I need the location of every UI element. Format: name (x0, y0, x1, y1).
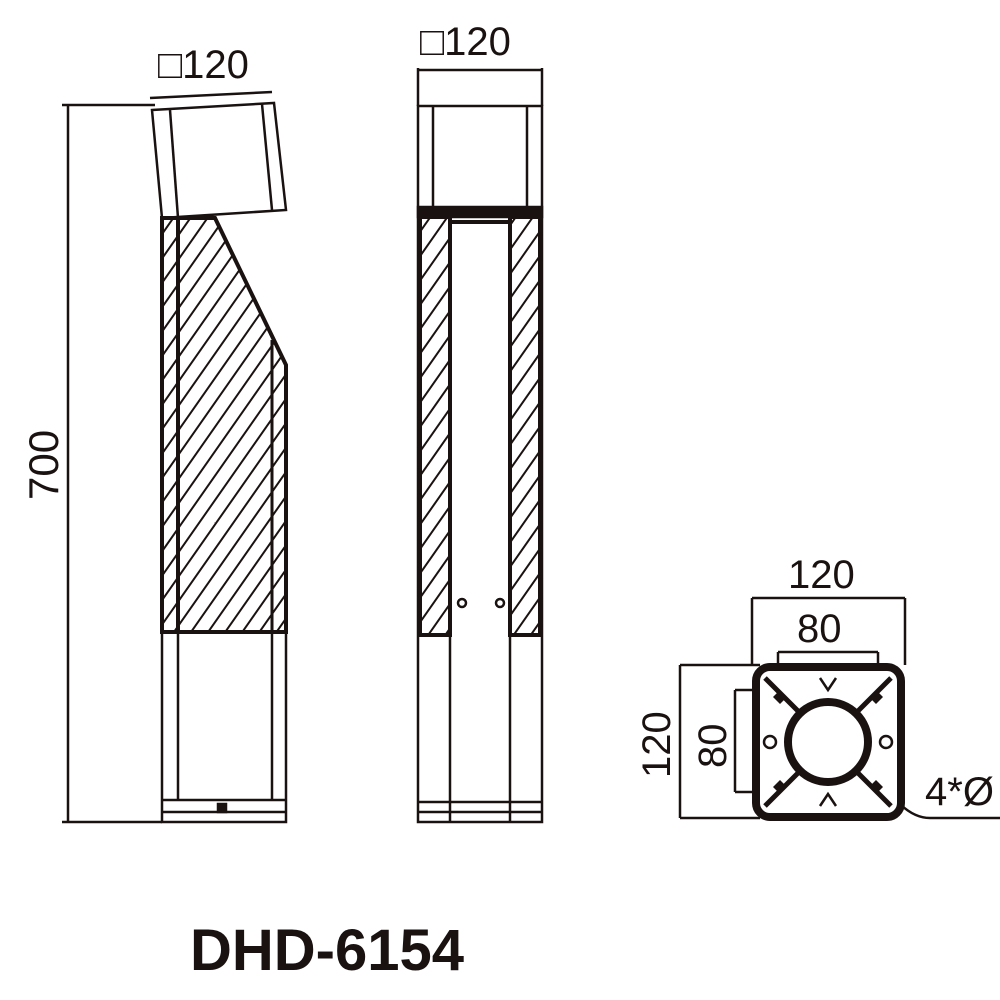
model-number: DHD-6154 (190, 918, 464, 983)
base-inner-height-label: 80 (691, 724, 735, 769)
height-label: 700 (20, 430, 67, 500)
base-view (678, 596, 1000, 821)
base-outer-height-label: 120 (635, 711, 679, 778)
height-dimension (62, 103, 162, 824)
base-inner-width-label: 80 (797, 607, 842, 651)
hole-label: 4*Ø (925, 770, 994, 814)
side-width-label: □120 (158, 43, 249, 87)
front-view (416, 68, 544, 824)
base-outer-width-label: 120 (788, 553, 855, 597)
side-view (149, 90, 288, 824)
front-width-label: □120 (420, 20, 511, 64)
